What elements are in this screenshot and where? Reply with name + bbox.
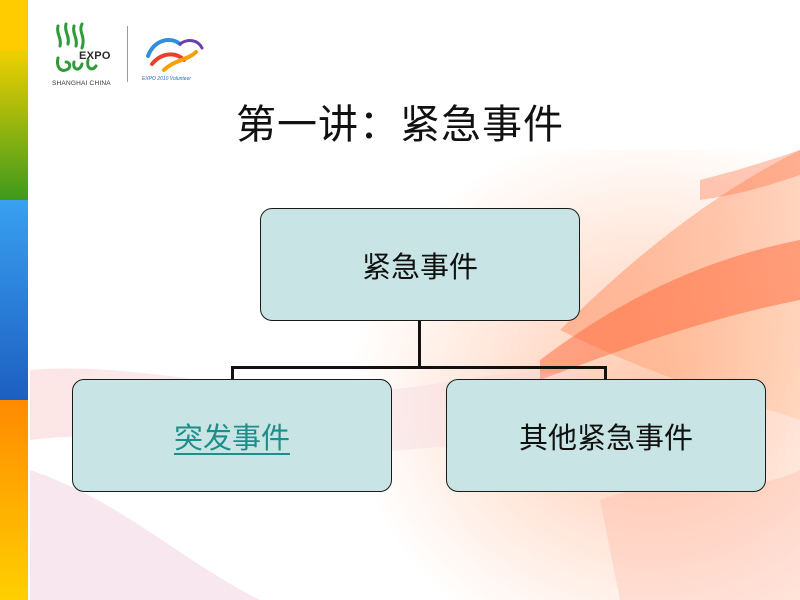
connector-right-drop [604, 366, 607, 379]
connector-horizontal [231, 366, 607, 369]
sudden-events-link[interactable]: 突发事件 [173, 420, 290, 455]
root-node-emergency-events: 紧急事件 [260, 208, 580, 321]
child-node-sudden-events[interactable]: 突发事件 [72, 379, 392, 492]
slide-title: 第一讲：紧急事件 [236, 102, 564, 148]
expo-wordmark: EXPO [79, 50, 111, 62]
connector-root-stem [418, 321, 421, 367]
connector-left-drop [231, 366, 234, 379]
left-color-strip [0, 0, 28, 600]
other-emergency-events-label: 其他紧急事件 [518, 420, 693, 455]
expo-location-caption: SHANGHAI CHINA [52, 80, 111, 87]
root-node-label: 紧急事件 [361, 249, 478, 284]
child-node-other-emergency-events: 其他紧急事件 [446, 379, 766, 492]
logo-divider [127, 26, 128, 82]
volunteer-caption: EXPO 2010 Volunteer [142, 76, 192, 82]
expo-2010-logo [56, 22, 98, 72]
expo-volunteer-logo [146, 38, 204, 72]
